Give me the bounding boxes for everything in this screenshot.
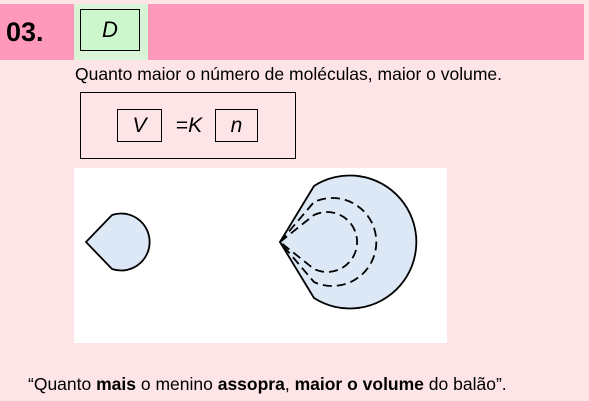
answer-box: D: [80, 9, 140, 51]
caption-part-3: ,: [284, 374, 295, 394]
question-number: 03.: [6, 17, 44, 47]
caption-part-4: do balão: [423, 374, 496, 394]
caption-part-1: Quanto: [33, 374, 97, 394]
formula-frame: [80, 92, 296, 159]
formula-variable-v: V: [117, 109, 162, 142]
caption-quote: “Quanto mais o menino assopra, maior o v…: [28, 373, 507, 395]
caption-bold-assopra: assopra: [217, 374, 285, 394]
caption-bold-maior-volume: maior o volume: [294, 374, 424, 394]
balloon-figure: [74, 168, 447, 343]
formula-middle: = K: [163, 109, 215, 142]
caption-close-quote: ”.: [495, 374, 507, 394]
caption-part-2: o menino: [136, 374, 218, 394]
caption-open-quote: “: [28, 374, 34, 394]
formula-variable-n: n: [215, 109, 258, 142]
smaller-balloon-outline: [278, 211, 358, 273]
medium-balloon-outline: [278, 197, 378, 287]
statement-text: Quanto maior o número de moléculas, maio…: [75, 64, 503, 84]
small-balloon: [85, 212, 151, 272]
caption-bold-mais: mais: [96, 374, 136, 394]
large-balloon: [279, 174, 418, 310]
balloon-illustration: [85, 174, 418, 310]
formula-constant-k: K: [188, 113, 203, 137]
formula-equals: =: [175, 113, 189, 137]
